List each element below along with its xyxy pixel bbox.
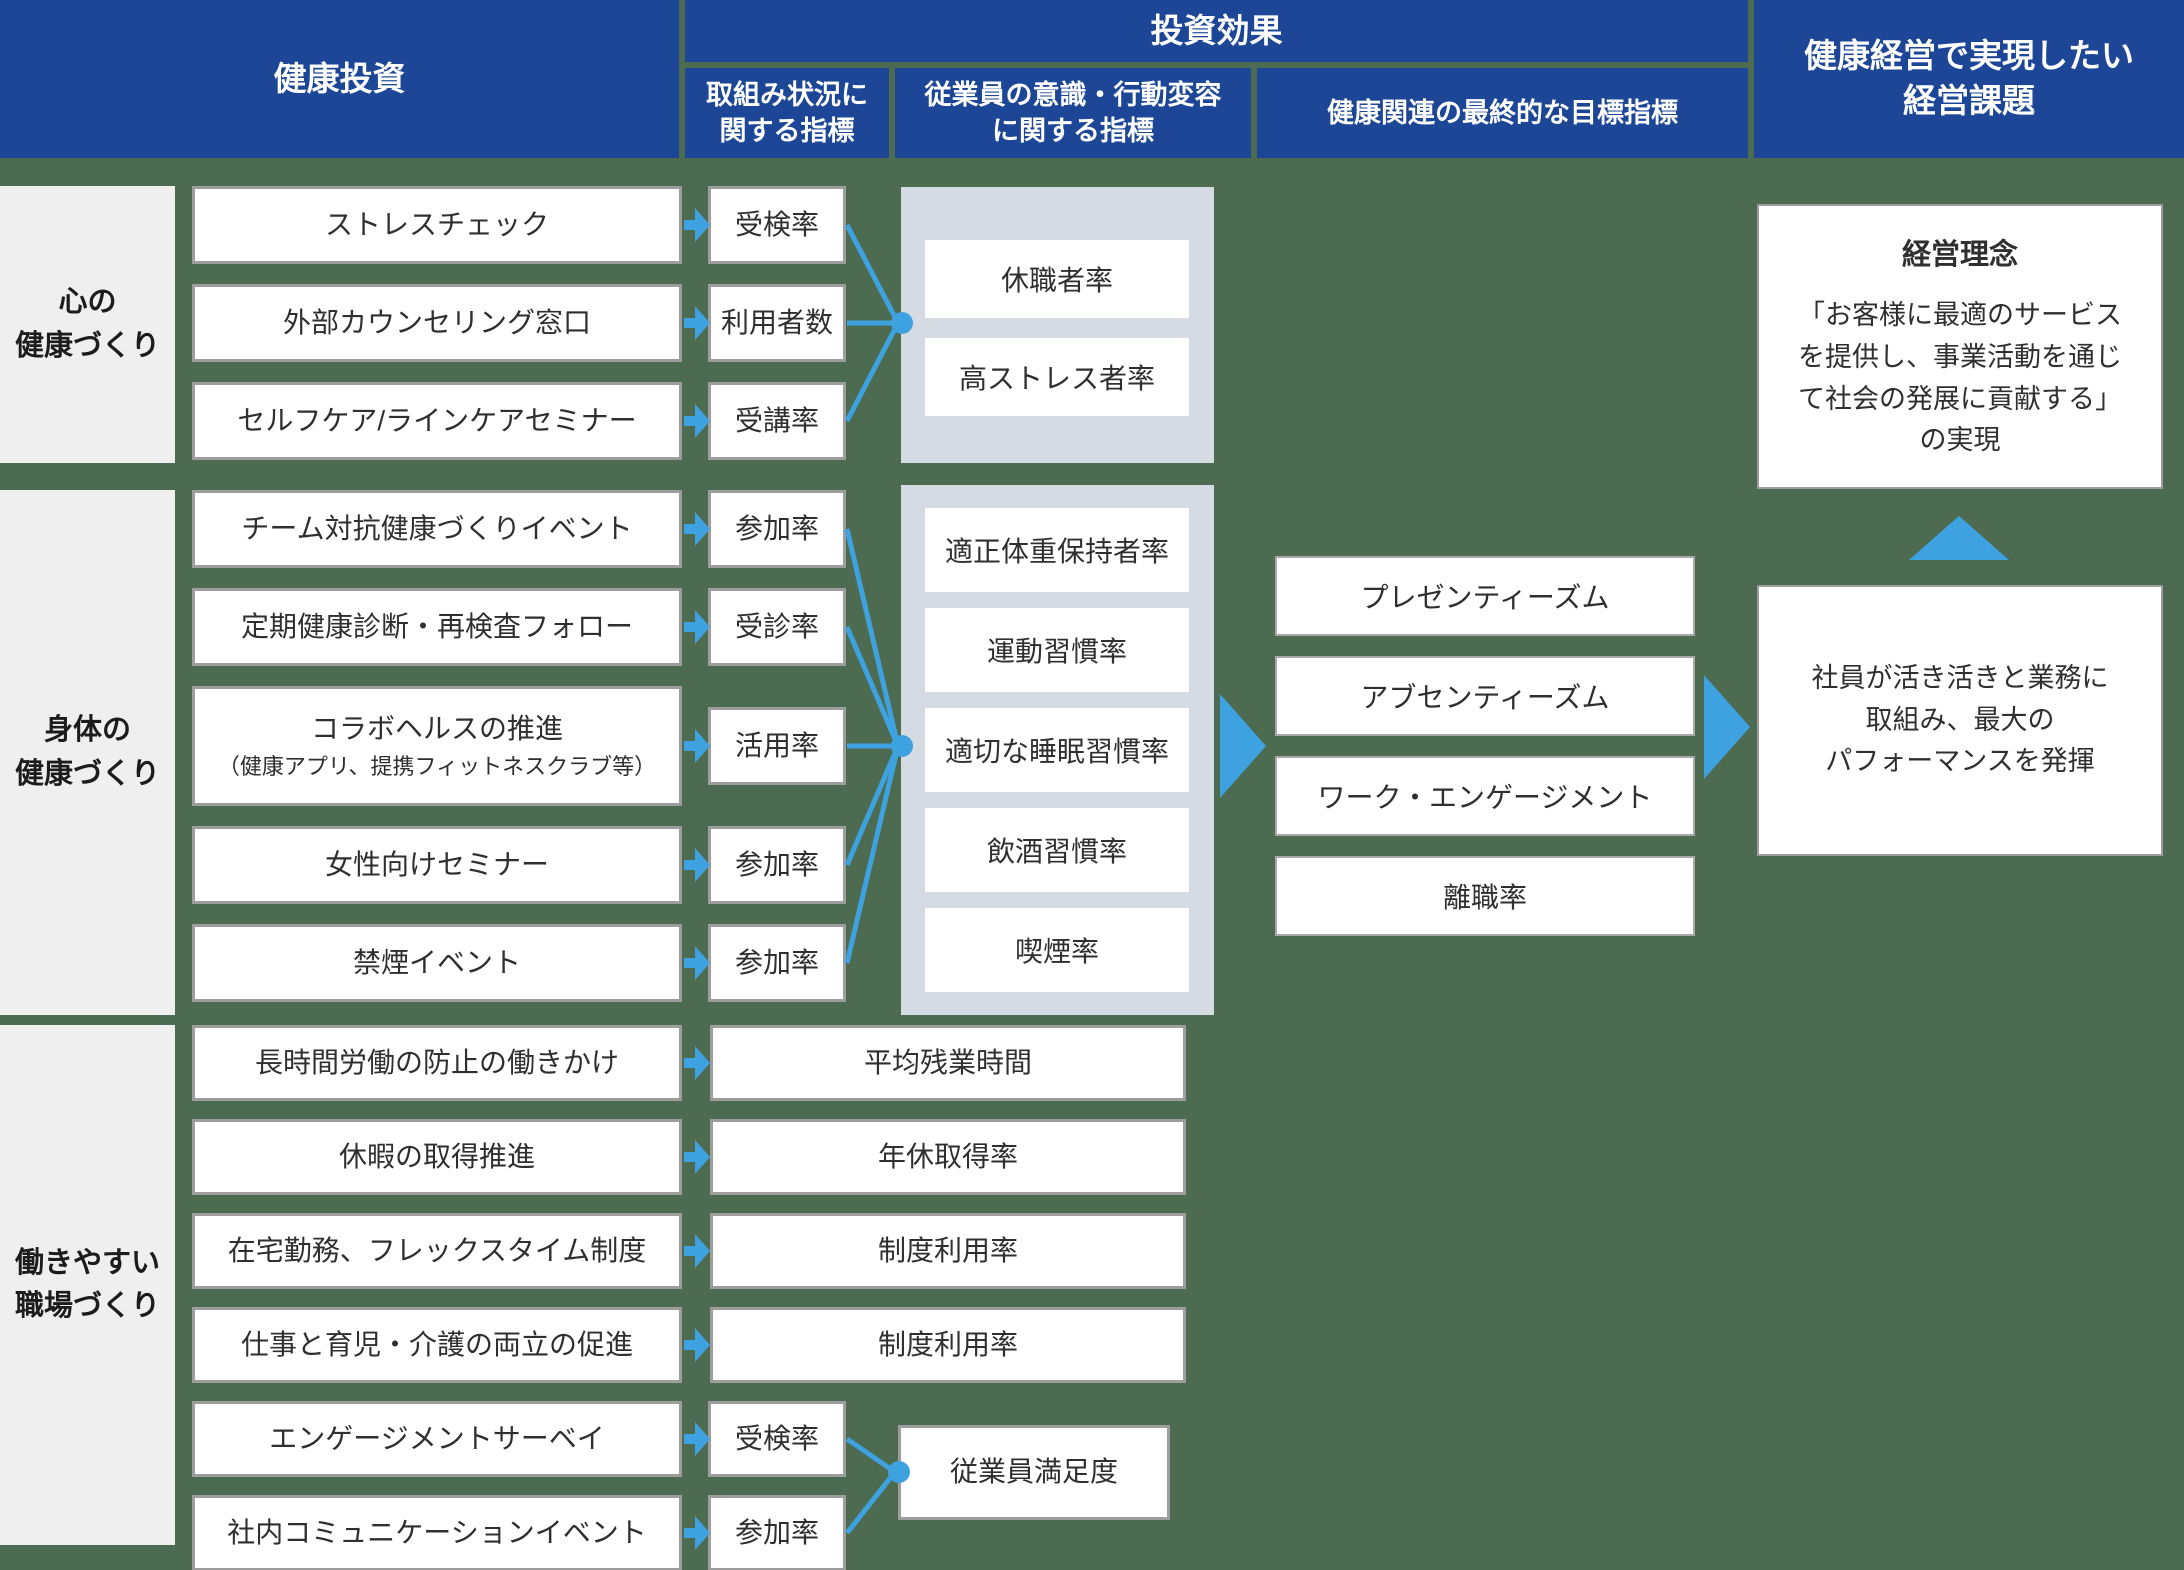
goal-presenteeism: プレゼンティーズム <box>1275 556 1695 636</box>
item-engagement-survey: エンゲージメントサーベイ <box>192 1401 682 1477</box>
goal-work-engagement: ワーク・エンゲージメント <box>1275 756 1695 836</box>
item-collabo-health-title: コラボヘルスの推進 <box>310 712 563 744</box>
arrow-right-icon <box>684 610 710 644</box>
metric-attendance-rate: 受講率 <box>708 382 846 460</box>
metric-participation-rate-3: 参加率 <box>708 924 846 1002</box>
metric-avg-overtime: 平均残業時間 <box>710 1025 1186 1101</box>
philosophy-body: 「お客様に最適のサービス を提供し、事業活動を通じ て社会の発展に貢献する」 の… <box>1798 299 2122 456</box>
outcome-panel-mental: 休職者率 高ストレス者率 <box>901 187 1214 463</box>
performance-text: 社員が活き活きと業務に 取組み、最大の パフォーマンスを発揮 <box>1811 662 2109 777</box>
philosophy-title: 経営理念 <box>1901 238 2018 271</box>
outcome-high-stress-rate: 高ストレス者率 <box>925 338 1189 416</box>
outcome-panel-physical: 適正体重保持者率 運動習慣率 適切な睡眠習慣率 飲酒習慣率 喫煙率 <box>901 485 1214 1015</box>
arrow-right-icon <box>684 1046 710 1080</box>
outcome-leave-rate: 休職者率 <box>925 240 1189 318</box>
header-investment-effect: 投資効果 <box>685 0 1748 62</box>
item-selfcare-seminar: セルフケア/ラインケアセミナー <box>192 382 682 460</box>
metric-utilization-rate: 活用率 <box>708 707 846 785</box>
outcome-drinking-rate: 飲酒習慣率 <box>925 808 1189 892</box>
metric-paid-leave-rate: 年休取得率 <box>710 1119 1186 1195</box>
item-stress-check: ストレスチェック <box>192 186 682 264</box>
performance-box: 社員が活き活きと業務に 取組み、最大の パフォーマンスを発揮 <box>1757 585 2163 856</box>
header-metrics-activity: 取組み状況に 関する指標 <box>685 68 889 158</box>
item-childcare-balance: 仕事と育児・介護の両立の促進 <box>192 1307 682 1383</box>
arrow-right-icon <box>684 848 710 882</box>
metric-exam-rate: 受検率 <box>708 186 846 264</box>
outcome-smoking-rate: 喫煙率 <box>925 908 1189 992</box>
item-team-health-event: チーム対抗健康づくりイベント <box>192 490 682 568</box>
outcome-exercise-rate: 運動習慣率 <box>925 608 1189 692</box>
metric-survey-exam-rate: 受検率 <box>708 1401 846 1477</box>
arrow-right-icon <box>684 512 710 546</box>
section-label-mental: 心の 健康づくり <box>0 186 175 463</box>
item-collabo-health-sub: （健康アプリ、提携フィットネスクラブ等） <box>217 753 657 779</box>
metric-participation-rate-1: 参加率 <box>708 490 846 568</box>
metric-user-count: 利用者数 <box>708 284 846 362</box>
item-health-checkup: 定期健康診断・再検査フォロー <box>192 588 682 666</box>
outcome-employee-satisfaction: 従業員満足度 <box>898 1425 1170 1520</box>
item-internal-communication-event: 社内コミュニケーションイベント <box>192 1495 682 1570</box>
header-management-issues: 健康経営で実現したい 経営課題 <box>1754 0 2184 158</box>
flow-arrow-panel-to-goals-icon <box>1220 694 1266 798</box>
arrow-right-icon <box>684 946 710 980</box>
metric-event-participation-rate: 参加率 <box>708 1495 846 1570</box>
arrow-right-icon <box>684 729 710 763</box>
arrow-right-icon <box>684 1140 710 1174</box>
item-vacation-promotion: 休暇の取得推進 <box>192 1119 682 1195</box>
item-overtime-prevention: 長時間労働の防止の働きかけ <box>192 1025 682 1101</box>
header-metrics-behavior: 従業員の意識・行動変容 に関する指標 <box>895 68 1251 158</box>
header-investment: 健康投資 <box>0 0 679 158</box>
header-metrics-final-goal: 健康関連の最終的な目標指標 <box>1257 68 1748 158</box>
item-women-seminar: 女性向けセミナー <box>192 826 682 904</box>
arrow-right-icon <box>684 1422 710 1456</box>
item-no-smoking-event: 禁煙イベント <box>192 924 682 1002</box>
item-collabo-health: コラボヘルスの推進 （健康アプリ、提携フィットネスクラブ等） <box>192 686 682 806</box>
goal-absenteeism: アブセンティーズム <box>1275 656 1695 736</box>
arrow-right-icon <box>684 1328 710 1362</box>
goal-turnover-rate: 離職率 <box>1275 856 1695 936</box>
outcome-weight-rate: 適正体重保持者率 <box>925 508 1189 592</box>
arrow-right-icon <box>684 1516 710 1550</box>
up-arrow-performance-to-philosophy-icon <box>1909 516 2009 560</box>
flow-arrow-goals-to-performance-icon <box>1704 675 1750 779</box>
arrow-right-icon <box>684 208 710 242</box>
metric-system-usage-rate-2: 制度利用率 <box>710 1307 1186 1383</box>
arrow-right-icon <box>684 1234 710 1268</box>
outcome-sleep-rate: 適切な睡眠習慣率 <box>925 708 1189 792</box>
philosophy-box: 経営理念 「お客様に最適のサービス を提供し、事業活動を通じ て社会の発展に貢献… <box>1757 204 2163 489</box>
arrow-right-icon <box>684 404 710 438</box>
metric-participation-rate-2: 参加率 <box>708 826 846 904</box>
metric-system-usage-rate-1: 制度利用率 <box>710 1213 1186 1289</box>
metric-consultation-rate: 受診率 <box>708 588 846 666</box>
section-label-physical: 身体の 健康づくり <box>0 490 175 1015</box>
arrow-right-icon <box>684 306 710 340</box>
section-label-workplace: 働きやすい 職場づくり <box>0 1025 175 1545</box>
item-counseling-desk: 外部カウンセリング窓口 <box>192 284 682 362</box>
item-remote-flextime: 在宅勤務、フレックスタイム制度 <box>192 1213 682 1289</box>
